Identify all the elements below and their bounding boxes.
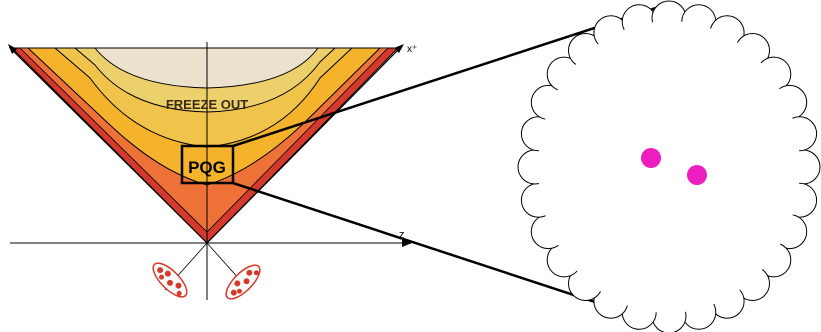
zoom-cloud-icon (517, 0, 821, 332)
particle (641, 148, 661, 168)
colliding-nucleus-icon (225, 264, 261, 300)
z-axis-arrowhead (402, 239, 412, 247)
colliding-nucleus-icon (152, 262, 188, 298)
pqg-zoom-box (180, 144, 235, 185)
z-axis-label: z (399, 229, 405, 241)
x-minus-axis-line (11, 47, 208, 244)
x-plus-axis-label: x⁺ (407, 44, 417, 55)
zoom-line-top (232, 3, 666, 148)
x-minus-arrowhead (8, 44, 17, 54)
particle (687, 165, 707, 185)
freeze-out-label: FREEZE OUT (166, 97, 248, 112)
zoom-line-bottom (232, 181, 666, 327)
pqg-label: PQG (188, 158, 226, 177)
x-plus-axis-line (206, 47, 401, 244)
x-plus-arrowhead (394, 44, 404, 53)
